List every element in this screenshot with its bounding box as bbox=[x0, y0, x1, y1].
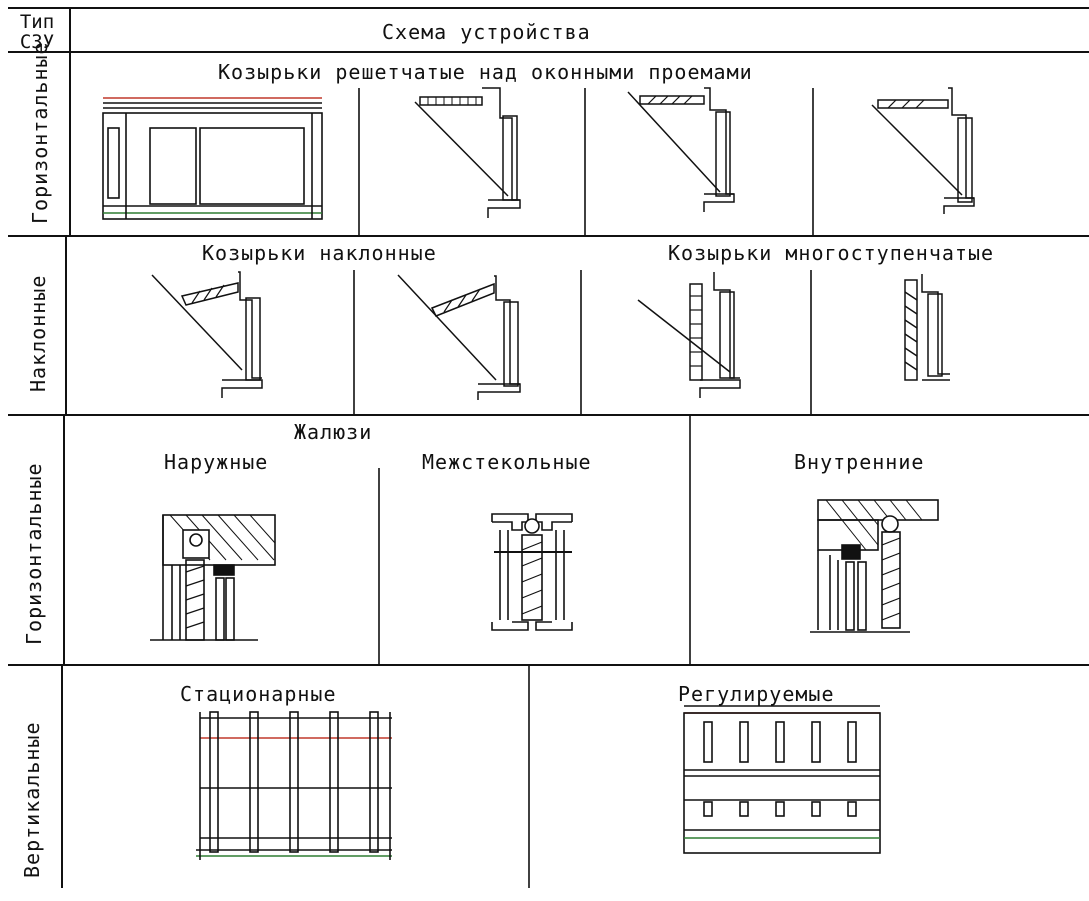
row2-type-label: Наклонные bbox=[26, 274, 50, 392]
external-blinds-drawing bbox=[150, 514, 276, 641]
row1-type-label: Горизонтальные bbox=[28, 41, 52, 224]
multistep-canopy-section-1 bbox=[637, 272, 741, 398]
row4-sub-stationary: Стационарные bbox=[180, 682, 337, 706]
row3-title: Жалюзи bbox=[294, 420, 373, 444]
grille-canopy-section-2 bbox=[627, 87, 735, 212]
multistep-canopy-section-2 bbox=[904, 274, 950, 381]
row1-title: Козырьки решетчатые над оконными проемам… bbox=[218, 60, 753, 84]
type-label-line2: СЗУ bbox=[19, 31, 55, 53]
internal-blinds-drawing bbox=[810, 499, 939, 633]
column-header-scheme: Схема устройства bbox=[382, 20, 591, 44]
interpane-blinds-drawing bbox=[491, 513, 573, 631]
row3-sub-internal: Внутренние bbox=[794, 450, 925, 474]
row3-sub-interpane: Межстекольные bbox=[422, 450, 592, 474]
type-label-line1: Тип bbox=[19, 11, 55, 33]
row2-title-left: Козырьки наклонные bbox=[202, 241, 437, 265]
grille-canopy-section-3 bbox=[871, 87, 975, 214]
column-header-type: Тип СЗУ bbox=[14, 12, 60, 52]
row4-type-label: Вертикальные bbox=[20, 721, 44, 879]
window-elevation-drawing bbox=[102, 97, 323, 220]
inclined-canopy-section-2 bbox=[397, 274, 521, 400]
row2-title-right: Козырьки многоступенчатые bbox=[668, 241, 995, 265]
grille-canopy-section-1 bbox=[414, 87, 521, 218]
row3-sub-external: Наружные bbox=[164, 450, 269, 474]
stationary-vertical-drawing bbox=[196, 711, 392, 860]
adjustable-vertical-drawing bbox=[683, 705, 881, 854]
row3-type-label: Горизонтальные bbox=[22, 462, 46, 645]
row4-sub-adjustable: Регулируемые bbox=[678, 682, 835, 706]
inclined-canopy-section-1 bbox=[151, 271, 263, 398]
